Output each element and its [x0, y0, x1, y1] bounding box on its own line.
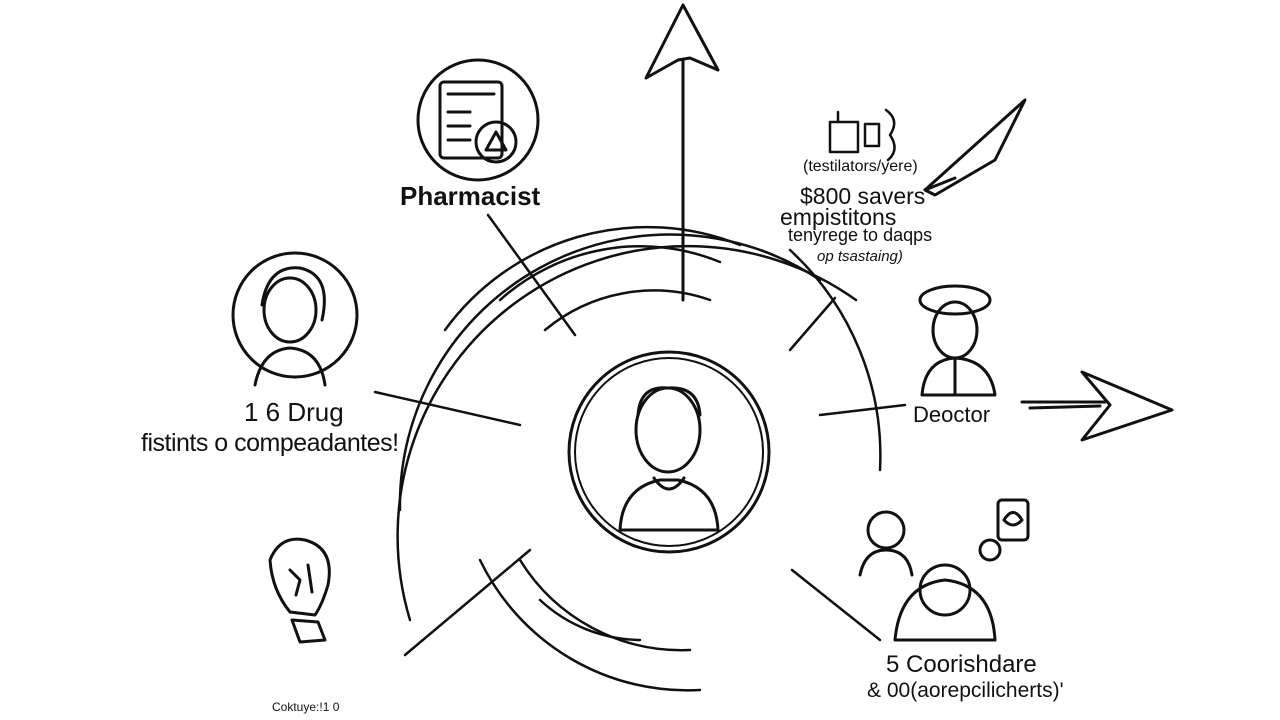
- spoke-drug: [373, 390, 522, 427]
- spoke-doctor: [818, 403, 907, 417]
- woman-avatar-icon: [231, 251, 359, 387]
- care-team-icon: [858, 498, 1030, 642]
- ring-bottom-2: [518, 558, 692, 652]
- spoke-lightbulb: [403, 548, 532, 657]
- ring-bottom-3: [538, 598, 642, 642]
- spoke-pharmacist: [486, 213, 577, 337]
- spoke-savings: [788, 296, 837, 352]
- drug-sublabel: fistints o compeadantes!: [141, 429, 399, 457]
- prescription-document-icon: [416, 58, 540, 182]
- ring-4: [498, 245, 722, 302]
- concentric-rings: [396, 225, 882, 692]
- lightbulb-icon: [268, 537, 331, 644]
- savings-amount: $800 savers: [800, 183, 926, 209]
- pharmacist-label: Pharmacist: [400, 181, 541, 211]
- arrow-right: [1020, 370, 1174, 442]
- spoke-coordination: [790, 568, 882, 642]
- patient-avatar-icon: [567, 350, 771, 554]
- doctor-avatar-icon: [918, 284, 997, 397]
- savings-line-4: op tsastaing): [817, 248, 903, 265]
- ring-outer-right: [788, 248, 882, 472]
- coordination-sublabel: & 00(aorepcilicherts)': [867, 679, 1064, 702]
- savings-line-2: empistitons: [780, 204, 897, 230]
- handshake-icon: [884, 108, 896, 162]
- drug-label: 1 6 Drug: [244, 397, 344, 427]
- ring-3: [443, 225, 742, 332]
- coordination-label: 5 Coorishdare: [886, 651, 1037, 678]
- savings-line-3: tenyrege to daqps: [788, 225, 933, 245]
- arrow-up: [644, 3, 720, 302]
- medicine-bottle-icon: [828, 110, 881, 154]
- connector-lines: [373, 213, 907, 657]
- savings-sublabel: (testilators/yere): [803, 158, 918, 175]
- ring-outer: [396, 244, 858, 622]
- pen-icon: [923, 98, 1027, 197]
- ring-5: [543, 289, 712, 332]
- bottom-caption: Coktuye:!1 0: [272, 700, 340, 714]
- doctor-label: Deoctor: [913, 402, 991, 427]
- ring-bottom-1: [478, 558, 702, 692]
